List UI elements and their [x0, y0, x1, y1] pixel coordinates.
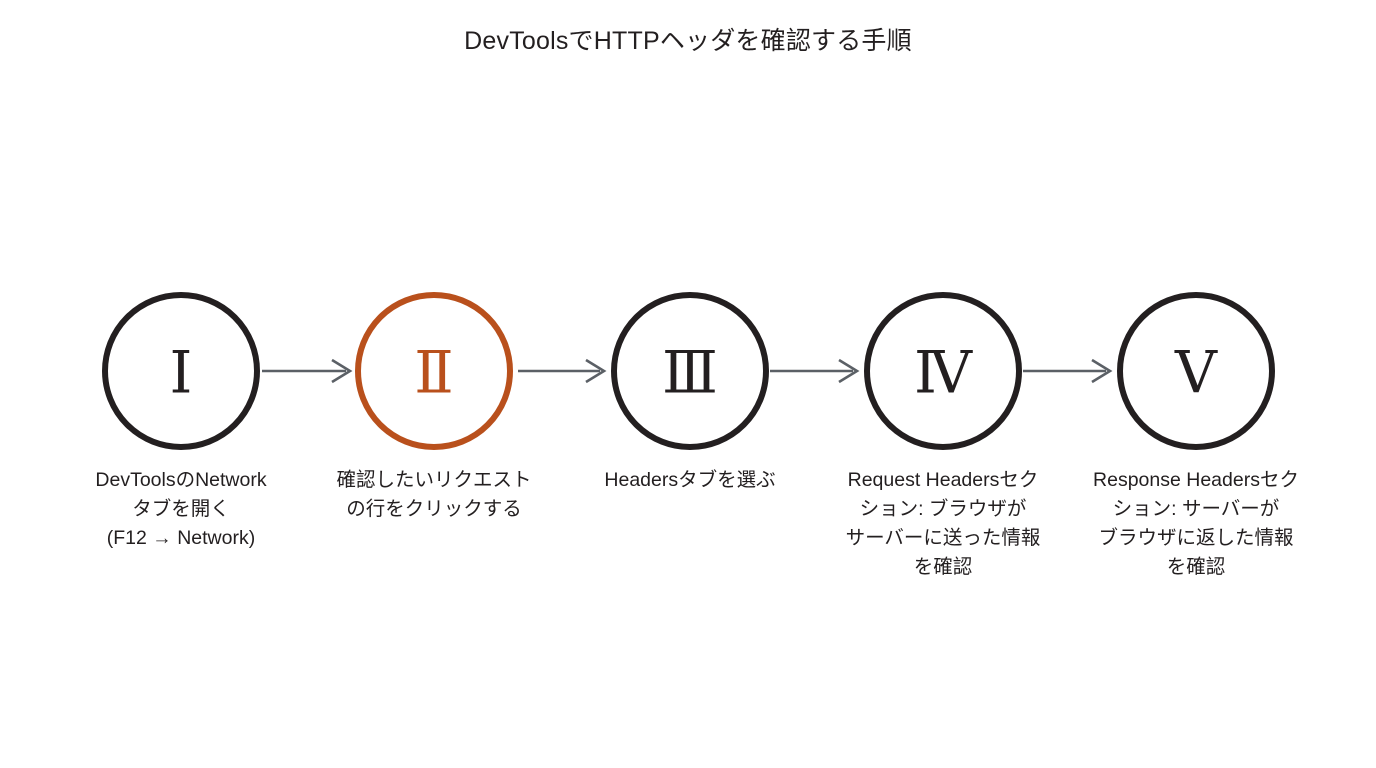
step-circle-1[interactable] — [102, 292, 260, 450]
step-caption-3: Headersタブを選ぶ — [604, 469, 776, 491]
step-node-1[interactable]: Ⅰ — [102, 292, 260, 450]
connector-4-5 — [1023, 358, 1113, 384]
step-node-2[interactable]: Ⅱ — [355, 292, 513, 450]
arrowhead-icon — [585, 358, 607, 384]
step-circle-4[interactable] — [864, 292, 1022, 450]
connector-2-3 — [518, 358, 607, 384]
step-caption-5: Response Headersセク ション: サーバーが ブラウザに返した情報… — [1093, 469, 1299, 578]
step-caption-1: DevToolsのNetwork タブを開く (F12 → Network) — [95, 469, 267, 549]
step-circle-3[interactable] — [611, 292, 769, 450]
connector-3-4 — [770, 358, 860, 384]
step-numeral-3: Ⅲ — [662, 341, 718, 406]
step-caption-4: Request Headersセク ション: ブラウザが サーバーに送った情報 … — [845, 469, 1041, 578]
step-circle-5[interactable] — [1117, 292, 1275, 450]
step-numeral-4: Ⅳ — [914, 341, 973, 406]
connector-1-2 — [262, 358, 353, 384]
step-node-5[interactable]: Ⅴ — [1117, 292, 1275, 450]
arrowhead-icon — [1091, 358, 1113, 384]
step-caption-2: 確認したいリクエスト の行をクリックする — [336, 469, 532, 520]
step-node-3[interactable]: Ⅲ — [611, 292, 769, 450]
arrowhead-icon — [838, 358, 860, 384]
step-circle-2[interactable] — [355, 292, 513, 450]
step-numeral-5: Ⅴ — [1174, 341, 1218, 406]
step-node-4[interactable]: Ⅳ — [864, 292, 1022, 450]
step-numeral-1: Ⅰ — [170, 341, 193, 406]
arrowhead-icon — [331, 358, 353, 384]
step-numeral-2: Ⅱ — [414, 341, 453, 406]
page-title: DevToolsでHTTPヘッダを確認する手順 — [464, 27, 912, 55]
